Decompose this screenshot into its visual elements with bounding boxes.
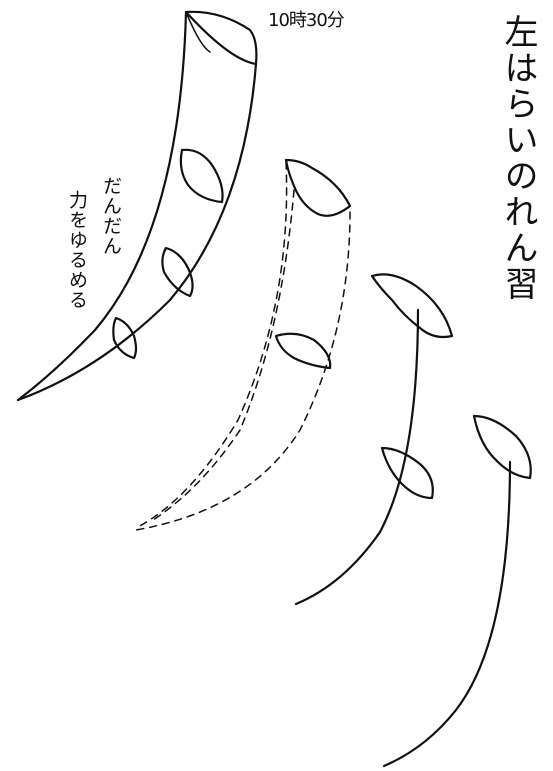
hint-gradually: だんだん: [100, 176, 122, 256]
time-note: 10時30分: [268, 10, 345, 31]
stroke-1-brush-heads: [112, 148, 224, 360]
stroke-2-guide: [135, 158, 352, 531]
stroke-4: [382, 414, 532, 768]
practice-title: 左はらいのれん習: [498, 14, 538, 302]
stroke-3: [294, 273, 454, 606]
hint-relax-force: 力をゆるめる: [66, 190, 88, 310]
stroke-1-outline: [16, 10, 258, 402]
